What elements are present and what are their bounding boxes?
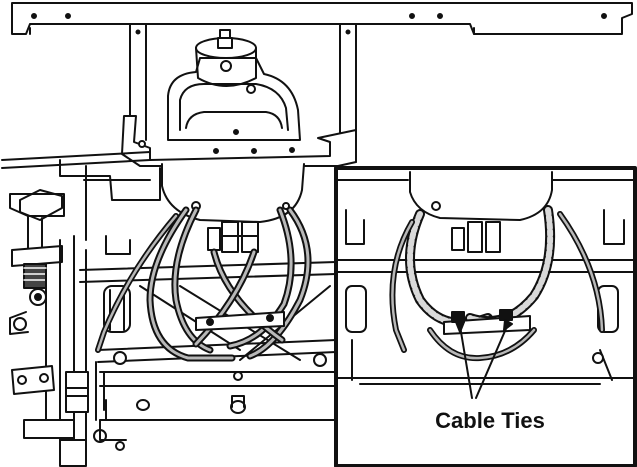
fill-cap-icon bbox=[195, 29, 257, 94]
hydraulic-tank bbox=[167, 29, 301, 141]
callout-arrows bbox=[455, 319, 513, 399]
detail-inset bbox=[334, 166, 637, 467]
spring-icon bbox=[23, 263, 47, 306]
wheel-icon bbox=[9, 235, 107, 467]
callout-label-cable-ties: Cable Ties bbox=[435, 408, 545, 433]
latch-assembly bbox=[9, 189, 65, 267]
hose-pair-icon bbox=[95, 206, 312, 362]
hose-clamp-left bbox=[195, 311, 285, 331]
left-frame bbox=[1, 151, 161, 255]
lower-frame bbox=[79, 261, 337, 451]
top-mounting-bracket bbox=[11, 2, 633, 35]
